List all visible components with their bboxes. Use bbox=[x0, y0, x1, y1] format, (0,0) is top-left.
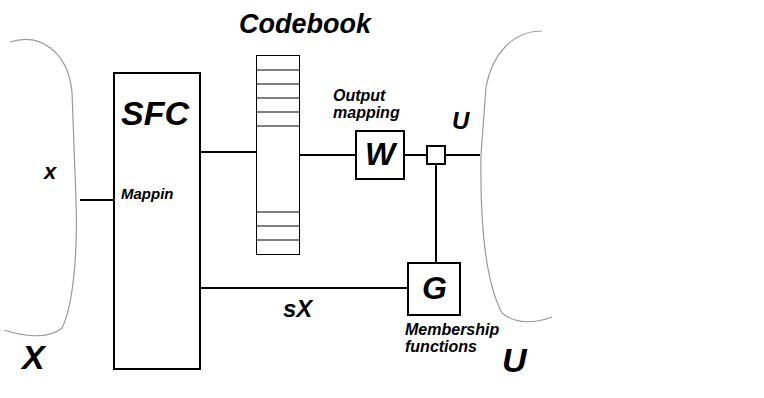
signal-line bbox=[201, 151, 256, 153]
region-outline bbox=[0, 30, 80, 390]
codebook-rows bbox=[257, 70, 299, 240]
mapping-box: SFC Mappin bbox=[113, 72, 201, 370]
node-label: SFC bbox=[121, 96, 189, 132]
node-label: X bbox=[22, 340, 45, 376]
space-region: X bbox=[0, 30, 80, 390]
node-label: U bbox=[502, 343, 527, 379]
node-label: Codebook bbox=[239, 10, 371, 38]
node-label: G bbox=[422, 272, 447, 306]
output-region: U bbox=[480, 25, 555, 390]
signal-name: U bbox=[452, 108, 469, 133]
signal-line bbox=[201, 287, 407, 289]
node-caption: Mappin bbox=[121, 186, 174, 202]
signal-line bbox=[300, 154, 355, 156]
output-box: Output mappingW bbox=[355, 130, 405, 180]
region-outline bbox=[480, 25, 555, 390]
node-label: Output mapping bbox=[333, 88, 415, 122]
node-caption: Membership functions bbox=[405, 322, 517, 356]
codebook-table: Codebook bbox=[256, 55, 300, 255]
junction-square bbox=[427, 146, 445, 164]
signal-line bbox=[436, 155, 480, 262]
signal-name: sX bbox=[283, 296, 312, 321]
signal-line bbox=[80, 199, 113, 201]
signal-name: x bbox=[44, 160, 56, 183]
membership-box: GMembership functions bbox=[407, 262, 461, 316]
node-caption: W bbox=[365, 138, 395, 172]
